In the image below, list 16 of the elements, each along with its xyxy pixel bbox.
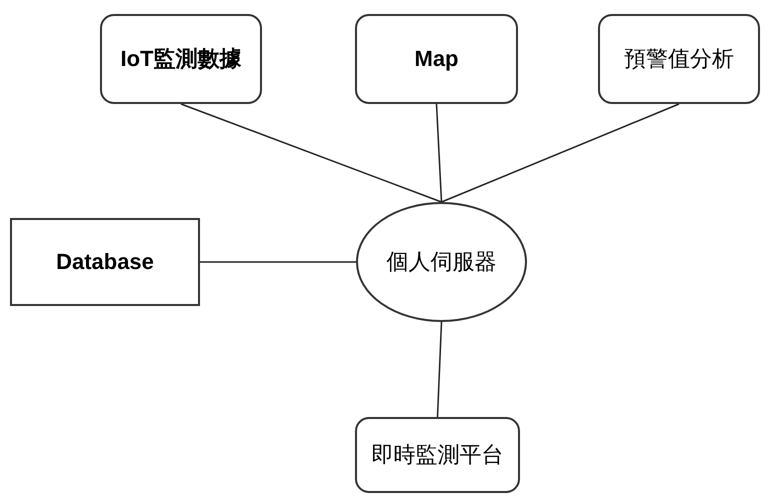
connector-line (200, 261, 356, 263)
connector-line (436, 104, 442, 202)
node-label: IoT監測數據 (120, 45, 242, 73)
connector-line (441, 103, 680, 203)
node-label: Database (55, 248, 155, 276)
process-box (10, 218, 200, 306)
connector-line (436, 322, 442, 418)
process-box (355, 417, 520, 493)
process-box (100, 14, 262, 104)
process-box (598, 14, 760, 104)
node-label: 預警值分析 (623, 45, 735, 73)
node-label: 即時監測平台 (370, 441, 504, 469)
process-box (355, 14, 518, 104)
connector-line (180, 103, 442, 203)
node-label: 個人伺服器 (386, 248, 498, 276)
node-label: Map (414, 45, 460, 73)
